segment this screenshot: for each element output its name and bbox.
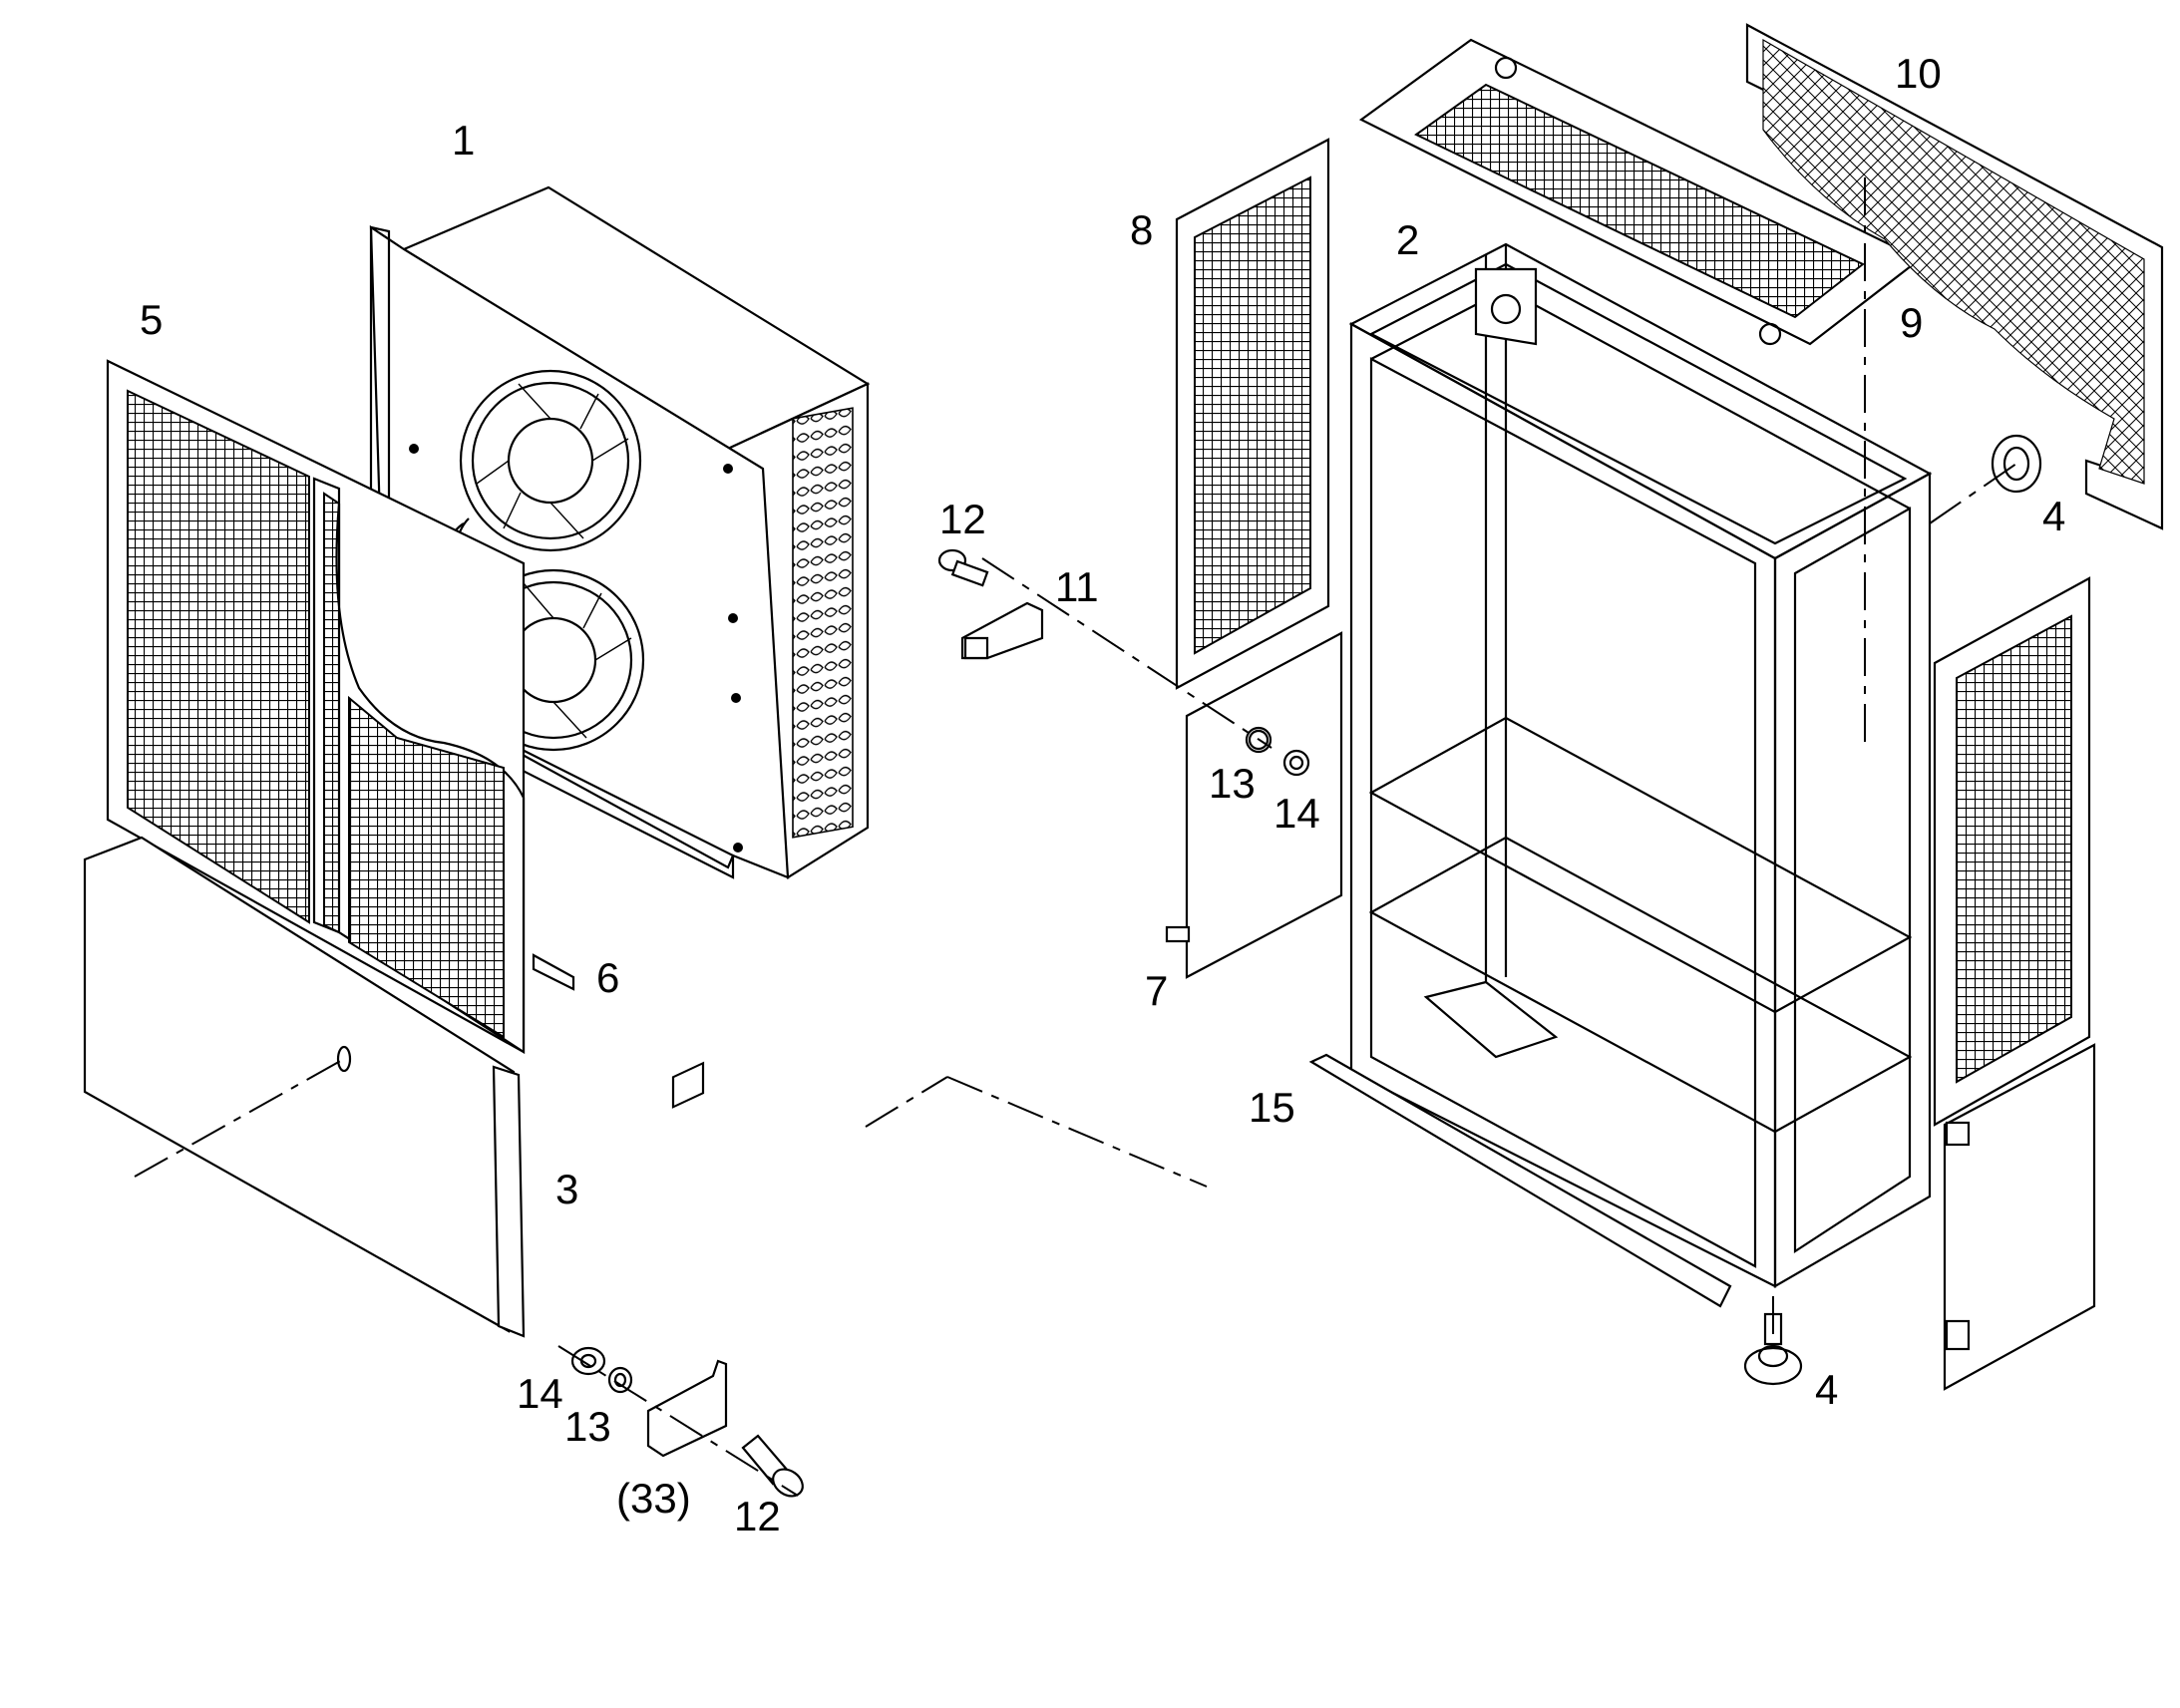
callout-12-top: 12	[939, 496, 986, 542]
frame-part-2	[1348, 242, 1933, 1288]
filter-mat-10	[1745, 23, 2164, 530]
upper-grille-panel-8	[1175, 138, 1330, 690]
callout-9: 9	[1900, 299, 1923, 346]
washer-part-13-top	[1248, 729, 1270, 751]
callout-11: 11	[1055, 563, 1099, 610]
callout-15: 15	[1249, 1084, 1295, 1131]
callout-33: (33)	[616, 1475, 691, 1522]
callout-4-upper: 4	[2042, 493, 2065, 539]
bracket-part-33	[646, 1061, 728, 1458]
callout-13-bottom: 13	[564, 1403, 611, 1450]
bolt-part-12-bottom	[741, 1434, 804, 1498]
assembly-center-lines	[134, 177, 2017, 1497]
nut-part-14-top	[1288, 755, 1304, 771]
callout-13-top: 13	[1209, 760, 1256, 807]
callout-14-top: 14	[1273, 790, 1320, 837]
callout-14-bottom: 14	[517, 1370, 563, 1417]
vibration-mount-4-upper	[1991, 434, 2042, 494]
callout-1: 1	[452, 117, 475, 164]
callout-6: 6	[596, 954, 619, 1001]
callout-5: 5	[140, 296, 163, 343]
washer-part-13-bottom	[607, 1366, 633, 1394]
callout-8: 8	[1130, 206, 1153, 253]
callout-4-lower: 4	[1815, 1366, 1838, 1413]
base-rail-15	[1308, 1053, 1732, 1308]
left-grille-panel	[106, 359, 526, 1055]
right-lower-panel	[1943, 1043, 2096, 1391]
callout-labels: 1 5 6 3 14 13 (33) 12 12 11 8 13 14 7 2 …	[140, 50, 2065, 1539]
bracket-part-11	[960, 601, 1044, 660]
callout-7: 7	[1145, 967, 1168, 1014]
right-grille-panel	[1933, 576, 2091, 1127]
callout-10: 10	[1895, 50, 1942, 97]
callout-12-bottom: 12	[734, 1493, 781, 1539]
condenser-fan-assembly	[369, 185, 871, 879]
bolt-part-12-top	[937, 548, 989, 587]
service-panel-7	[1165, 631, 1343, 979]
clip-part-6	[532, 953, 575, 991]
nut-part-14-bottom	[570, 1346, 606, 1376]
callout-2: 2	[1396, 216, 1419, 263]
front-cover-panel	[83, 836, 526, 1338]
vibration-mount-4-lower	[1743, 1312, 1803, 1386]
callout-3: 3	[555, 1166, 578, 1212]
